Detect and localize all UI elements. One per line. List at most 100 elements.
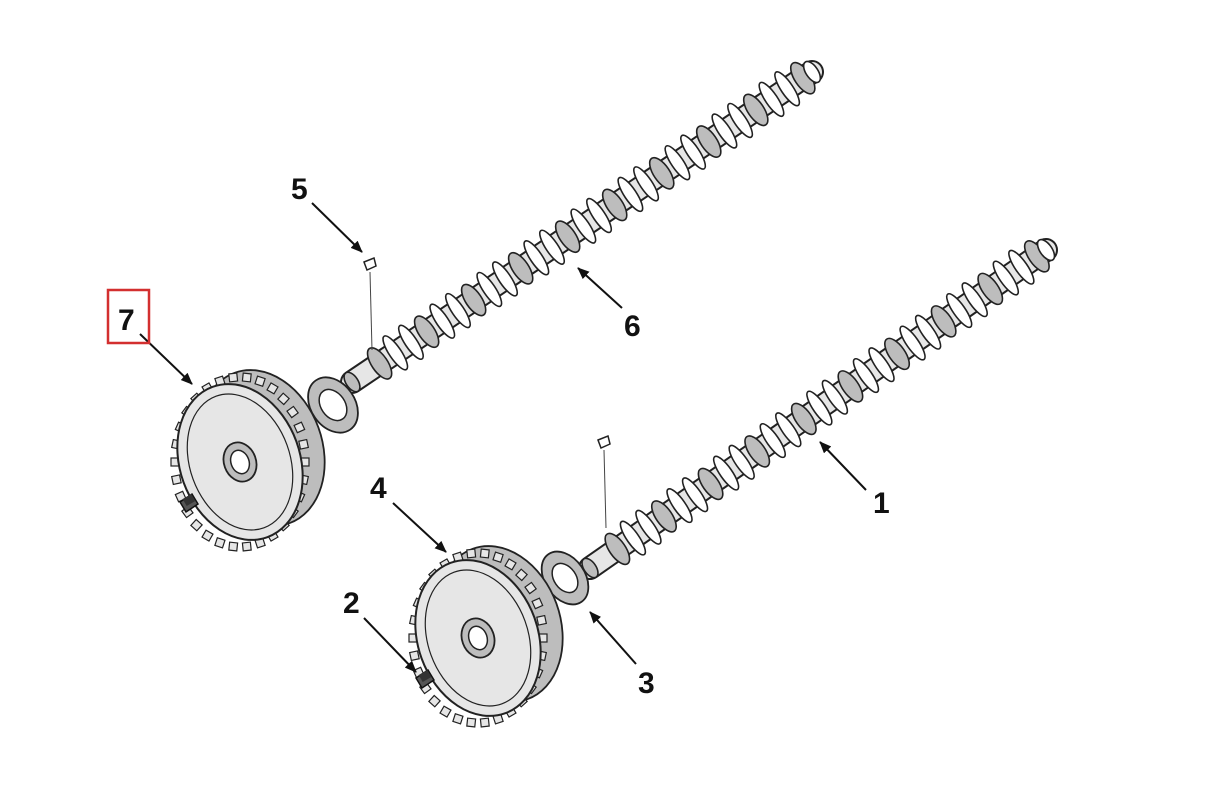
camshaft-lobe	[712, 455, 740, 491]
callout-label-5: 5	[291, 173, 308, 206]
lower-thrust-washer	[540, 550, 590, 606]
camshaft-journal	[648, 156, 675, 190]
callout-label-3: 3	[638, 667, 655, 700]
camshaft-lobe	[899, 325, 926, 361]
sprocket-tooth	[254, 375, 266, 387]
lower-dowel-pin	[597, 434, 611, 529]
callout-label-2: 2	[343, 587, 360, 620]
camshaft-lobe	[914, 314, 942, 350]
sprocket-tooth	[241, 541, 252, 552]
sprocket-tooth	[428, 694, 442, 708]
camshaft-lobe	[806, 390, 833, 426]
camshaft-lobe	[681, 477, 709, 513]
sprocket-tooth	[408, 650, 420, 662]
camshaft-journal	[695, 125, 722, 158]
camshaft-lobe	[619, 520, 647, 556]
camshaft-journal	[744, 435, 771, 468]
sprocket-bore	[229, 449, 251, 475]
callout-7-highlight-box	[106, 288, 151, 345]
camshaft-lobe	[680, 134, 707, 170]
sprocket-tooth	[276, 392, 290, 406]
camshaft-lobe	[821, 379, 849, 415]
sprocket-tooth	[452, 713, 464, 725]
sprocket-tooth	[439, 705, 452, 718]
upper-dowel-pin	[363, 256, 377, 351]
sprocket-tooth	[504, 558, 517, 571]
callout-label-1: 1	[873, 487, 890, 520]
camshaft-journal	[604, 532, 631, 566]
sprocket-tooth	[228, 541, 239, 552]
sprocket-tooth	[466, 548, 477, 559]
leader-3	[589, 611, 637, 665]
camshaft-lobe	[992, 260, 1020, 296]
leader-2	[363, 617, 417, 673]
sprocket-tooth	[190, 518, 204, 532]
sprocket-tooth	[479, 717, 490, 728]
camshaft-journal	[790, 402, 817, 436]
callout-label-7: 7	[118, 304, 135, 337]
camshaft-lobe	[1008, 249, 1035, 285]
camshaft-lobe	[727, 102, 754, 139]
camshaft-lobe	[852, 357, 880, 394]
camshaft-lobe	[635, 509, 662, 545]
camshaft-lobe	[774, 71, 801, 107]
sprocket-inner-ring	[424, 569, 532, 707]
callout-label-6: 6	[624, 310, 641, 343]
camshaft-journal	[507, 251, 534, 285]
camshaft-journal	[601, 188, 628, 222]
camshaft-nose	[343, 371, 361, 393]
camshaft-journal	[884, 337, 911, 371]
sprocket-tooth	[492, 551, 504, 563]
sprocket-tooth	[524, 581, 538, 595]
sprocket-tooth	[241, 372, 252, 383]
camshaft-journal	[366, 347, 393, 380]
camshaft-lobe	[586, 197, 613, 234]
upper-sprocket-bolt	[178, 492, 200, 514]
camshaft-lobe	[868, 347, 895, 383]
camshaft-lobe	[538, 229, 566, 265]
camshaft-journal	[977, 272, 1004, 306]
camshaft-lobe	[491, 261, 519, 297]
upper-camshaft-sprocket	[170, 369, 326, 552]
sprocket-tooth	[514, 568, 528, 582]
camshaft-lobe	[397, 324, 424, 360]
camshaft-lobe	[617, 176, 644, 213]
callout-label-4: 4	[370, 472, 387, 505]
sprocket-bore	[467, 625, 489, 651]
camshaft-lobe	[758, 81, 785, 118]
camshaft-journal	[837, 370, 864, 403]
upper-camshaft	[340, 60, 824, 394]
camshaft-lobe	[945, 292, 973, 329]
sprocket-tooth	[201, 529, 214, 542]
camshaft-journal	[742, 93, 769, 127]
callout-labels: 1 2 3 4 5 6 7	[118, 173, 890, 700]
sprocket-tooth	[286, 405, 300, 419]
sprocket-tooth	[536, 614, 548, 626]
sprocket-tooth	[466, 717, 477, 728]
sprocket-inner-ring	[186, 393, 294, 531]
camshaft-lobe	[633, 166, 660, 202]
camshaft-lobe	[523, 240, 550, 276]
camshaft-lobe	[476, 271, 503, 308]
upper-thrust-washer	[307, 376, 359, 434]
leader-5	[311, 202, 363, 253]
lower-camshaft	[578, 238, 1058, 580]
camshaft-journal	[697, 467, 724, 501]
camshaft-journal	[460, 283, 487, 317]
camshaft-lobe	[759, 423, 786, 459]
camshaft-lobe	[444, 292, 472, 329]
sprocket-tooth	[214, 537, 226, 549]
camshaft-lobe	[382, 335, 409, 371]
sprocket-tooth	[298, 438, 310, 450]
sprocket-tooth	[293, 421, 306, 434]
camshaft-lobe	[711, 113, 738, 149]
camshaft-journal	[413, 315, 440, 349]
camshaft-journal	[650, 500, 677, 533]
leader-6	[577, 267, 623, 309]
leader-1	[819, 441, 867, 491]
sprocket-tooth	[170, 474, 182, 486]
camshaft-tail	[1036, 238, 1056, 262]
camshaft-lobe	[570, 208, 597, 244]
camshaft-lobe	[961, 282, 988, 318]
